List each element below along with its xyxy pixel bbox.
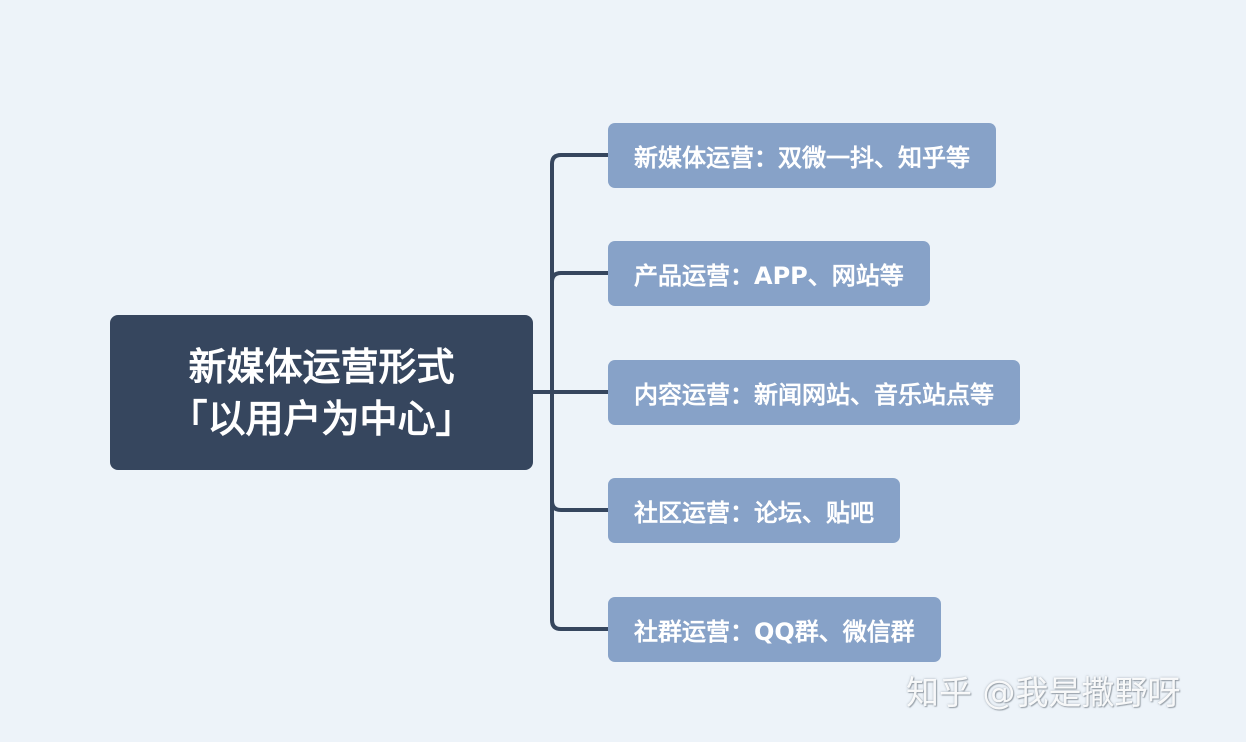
branch-topic-community[interactable]: 社区运营：论坛、贴吧	[608, 478, 900, 543]
watermark: 知乎 @我是撒野呀	[906, 673, 1181, 712]
connector-branch-4	[550, 500, 608, 512]
branch-topic-new-media[interactable]: 新媒体运营：双微一抖、知乎等	[608, 123, 996, 188]
root-topic[interactable]: 新媒体运营形式 「以用户为中心」	[110, 315, 533, 470]
branch-topic-label: 社群运营：QQ群、微信群	[634, 618, 915, 646]
branch-topic-label: 社区运营：论坛、贴吧	[634, 499, 874, 527]
branch-topic-label: 新媒体运营：双微一抖、知乎等	[634, 144, 970, 172]
branch-topic-content[interactable]: 内容运营：新闻网站、音乐站点等	[608, 360, 1020, 425]
root-topic-title: 新媒体运营形式	[188, 344, 455, 389]
connector-spine	[550, 153, 608, 631]
branch-topic-product[interactable]: 产品运营：APP、网站等	[608, 241, 930, 306]
connector-branch-2	[550, 271, 608, 283]
branch-topic-group[interactable]: 社群运营：QQ群、微信群	[608, 597, 941, 662]
branch-topic-label: 内容运营：新闻网站、音乐站点等	[634, 381, 994, 409]
branch-topic-label: 产品运营：APP、网站等	[634, 262, 904, 290]
root-topic-subtitle: 「以用户为中心」	[169, 396, 474, 441]
